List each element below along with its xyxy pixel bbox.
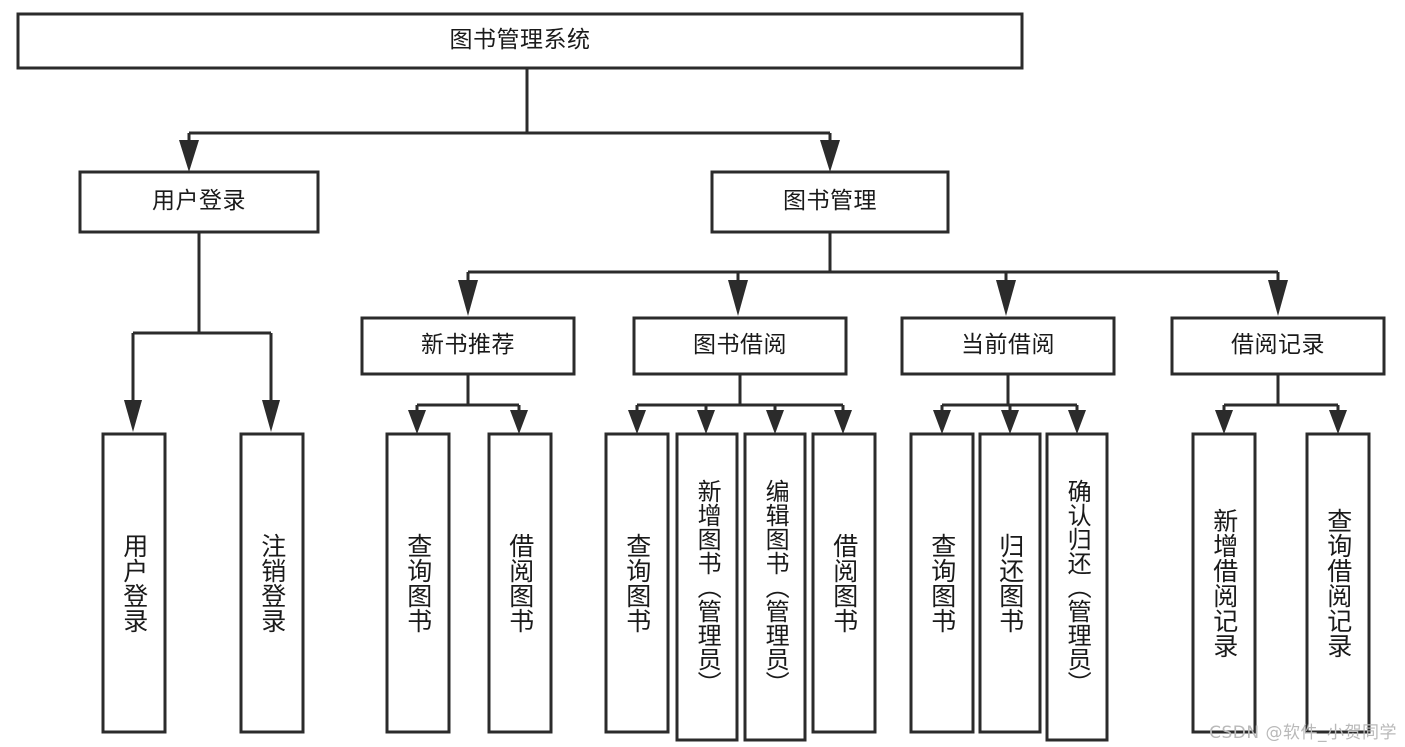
node-leaf-edit-book[interactable]: [743, 432, 807, 742]
node-new-book-recommend[interactable]: [360, 316, 576, 376]
arrow-head-borrow-2: [697, 410, 715, 434]
node-current-borrow[interactable]: [900, 316, 1116, 376]
node-leaf-borrow-book-2[interactable]: [811, 432, 877, 734]
arrow-head-record-1: [1215, 410, 1233, 434]
node-leaf-add-book[interactable]: [675, 432, 739, 742]
arrow-head-borrow-3: [766, 410, 784, 434]
node-leaf-user-login[interactable]: [101, 432, 167, 734]
node-leaf-query-book-1[interactable]: [385, 432, 451, 734]
arrow-head-current-2: [1001, 410, 1019, 434]
node-book-management[interactable]: [710, 170, 950, 234]
arrow-head-level2-2: [820, 140, 840, 172]
arrow-head-recommend-2: [510, 410, 528, 434]
node-leaf-add-record[interactable]: [1191, 432, 1257, 734]
arrow-head-current-3: [1068, 410, 1086, 434]
node-book-borrow[interactable]: [632, 316, 848, 376]
node-leaf-return-book[interactable]: [978, 432, 1042, 734]
arrow-head-user-login-1: [124, 400, 142, 432]
node-root[interactable]: [16, 12, 1024, 70]
arrow-head-level3-3: [996, 280, 1016, 316]
arrow-head-level3-1: [458, 280, 478, 316]
node-leaf-query-record[interactable]: [1305, 432, 1371, 734]
arrow-head-user-login-2: [262, 400, 280, 432]
node-leaf-borrow-book-1[interactable]: [487, 432, 553, 734]
node-leaf-confirm-return[interactable]: [1045, 432, 1109, 742]
arrow-head-level3-2: [728, 280, 748, 316]
arrow-head-record-2: [1329, 410, 1347, 434]
arrow-head-borrow-4: [834, 410, 852, 434]
arrow-head-level3-4: [1268, 280, 1288, 316]
node-user-login[interactable]: [78, 170, 320, 234]
arrow-head-borrow-1: [628, 410, 646, 434]
arrow-head-level2-1: [179, 140, 199, 172]
node-leaf-query-book-3[interactable]: [909, 432, 975, 734]
node-borrow-record[interactable]: [1170, 316, 1386, 376]
arrow-head-recommend-1: [408, 410, 426, 434]
node-leaf-logout[interactable]: [239, 432, 305, 734]
arrow-head-current-1: [933, 410, 951, 434]
node-leaf-query-book-2[interactable]: [604, 432, 670, 734]
